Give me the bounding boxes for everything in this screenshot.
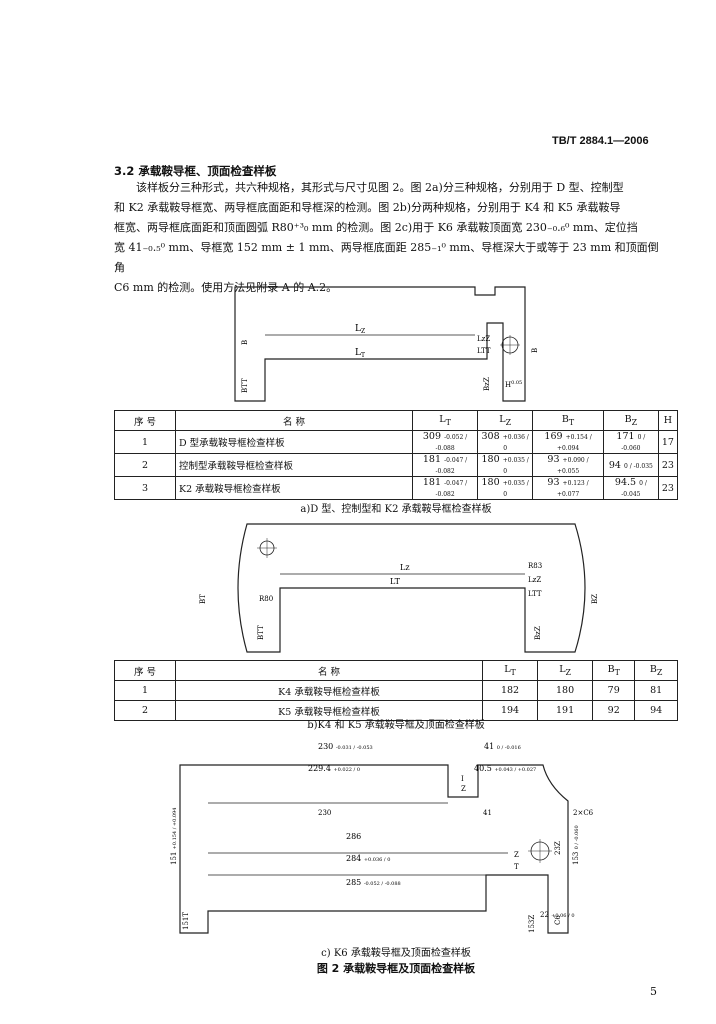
col-header: H: [657, 410, 679, 431]
label-bz: BZ: [591, 594, 599, 604]
label-r83: R83: [528, 562, 542, 570]
figure-b-drawing: Lz LT R83 R80 LzZ LTT BT BZ BTT BzZ: [199, 523, 599, 653]
paragraph-line: 和 K2 承载鞍导框宽、两导框底面距和导框深的检测。图 2b)分两种规格，分别用…: [114, 201, 621, 214]
figure-a-caption: a)D 型、控制型和 K2 承载鞍导框检查样板: [300, 504, 492, 515]
dim-229: 229.4 +0.022 / 0: [308, 764, 360, 773]
dim-22: 22 +0.06 / 0: [540, 911, 575, 919]
dim-41-rev: 41: [483, 809, 492, 817]
dim-284: 284 +0.036 / 0: [346, 854, 390, 863]
dim-151: 151 +0.154 / +0.094: [170, 808, 178, 865]
dim-285: 285 -0.052 / -0.088: [346, 878, 401, 887]
label-z: Z: [461, 785, 466, 793]
label-ltt: LTT: [477, 347, 491, 355]
label-bzz: BzZ: [483, 377, 491, 391]
label-lz: LZ: [355, 324, 365, 335]
label-23z: 23Z: [554, 841, 562, 855]
gauge-outline-upper: [179, 764, 569, 934]
page-number: 5: [650, 985, 657, 998]
table-row: 2 K5 承载鞍导框检查样板 194 191 92 94: [114, 700, 678, 721]
figure-b-caption: b)K4 和 K5 承载鞍导框及顶面检查样板: [307, 720, 485, 731]
figure-c-caption: c) K6 承载鞍导框及顶面检查样板: [321, 948, 471, 959]
label-lzz: LzZ: [528, 576, 541, 584]
table-row: 3 K2 承载鞍导框检查样板 181 -0.047 / -0.082 180 +…: [114, 476, 679, 500]
figure-title: 图 2 承载鞍导框及顶面检查样板: [316, 962, 476, 975]
label-lz: Lz: [400, 563, 410, 572]
figure-a-drawing: LZ LT LzZ LTT B B BTT BzZ H0.05: [234, 286, 539, 402]
col-header: LZ: [537, 660, 594, 681]
label-bzz: BzZ: [534, 626, 542, 640]
col-header: LT: [411, 410, 479, 431]
table-row: 1 D 型承载鞍导框检查样板 309 -0.052 / -0.088 308 +…: [114, 430, 679, 454]
figure-b-table: 序 号 名 称 LT LZ BT BZ 1 K4 承载鞍导框检查样板 182 1…: [114, 660, 678, 721]
col-header: 名 称: [175, 410, 413, 431]
dim-41: 41 0 / -0.016: [484, 742, 521, 751]
figure-a-table: 序 号 名 称 LT LZ BT BZ H 1 D 型承载鞍导框检查样板 309…: [114, 410, 679, 500]
label-153z: 153Z: [528, 915, 536, 933]
figure-c-drawing: 230 -0.031 / -0.053 229.4 +0.022 / 0 41 …: [170, 742, 594, 934]
col-header: BZ: [602, 410, 659, 431]
paragraph-line: C6 mm 的检测。使用方法见附录 A 的 A.2。: [114, 281, 338, 294]
body-paragraph: 该样板分三种形式，共六种规格，其形式与尺寸见图 2。图 2a)分三种规格，分别用…: [114, 178, 664, 298]
label-bz: B: [531, 348, 539, 353]
label-bt: B: [241, 340, 249, 345]
col-header: 序 号: [114, 660, 176, 681]
label-ltt: LTT: [528, 590, 542, 598]
dim-40-5: 40.5 +0.043 / +0.027: [474, 764, 536, 773]
standard-number: TB/T 2884.1—2006: [552, 135, 649, 147]
dim-153: 153 0 / -0.060: [572, 825, 580, 865]
col-header: 名 称: [175, 660, 483, 681]
table-row: 2 控制型承载鞍导框检查样板 181 -0.047 / -0.082 180 +…: [114, 453, 679, 477]
label-lt: LT: [355, 348, 365, 359]
label-r80: R80: [259, 595, 273, 603]
label-btt: BTT: [241, 378, 249, 393]
col-header: LZ: [477, 410, 534, 431]
dim-230: 230 -0.031 / -0.053: [318, 742, 373, 751]
label-zt-t: T: [514, 863, 519, 871]
section-title: 3.2 承载鞍导框、顶面检查样板: [114, 164, 277, 178]
col-header: BZ: [634, 660, 678, 681]
label-151t: 151T: [182, 912, 190, 930]
label-i: I: [461, 775, 464, 783]
label-h: H0.05: [505, 380, 522, 389]
label-zt-z: Z: [514, 851, 519, 859]
paragraph-line: 该样板分三种形式，共六种规格，其形式与尺寸见图 2。图 2a)分三种规格，分别用…: [136, 181, 624, 194]
label-c6: C6: [554, 915, 562, 925]
paragraph-line: 框宽、两导框底面距和顶面圆弧 R80⁺³₀ mm 的检测。图 2c)用于 K6 …: [114, 221, 638, 234]
gauge-outline: [234, 286, 526, 402]
table-row: 1 K4 承载鞍导框检查样板 182 180 79 81: [114, 680, 678, 701]
label-lzz: LzZ: [477, 335, 490, 343]
col-header: LT: [481, 660, 539, 681]
dim-230-rev: 230: [318, 809, 331, 817]
label-lt: LT: [390, 577, 401, 586]
col-header: BT: [592, 660, 636, 681]
label-btt: BTT: [257, 625, 265, 640]
col-header: 序 号: [114, 410, 176, 431]
label-chamfer: 2×C6: [573, 809, 594, 817]
col-header: BT: [532, 410, 604, 431]
dim-286: 286: [346, 832, 361, 841]
label-bt: BT: [199, 594, 207, 604]
paragraph-line: 宽 41₋₀.₅⁰ mm、导框宽 152 mm ± 1 mm、两导框底面距 28…: [114, 241, 659, 274]
